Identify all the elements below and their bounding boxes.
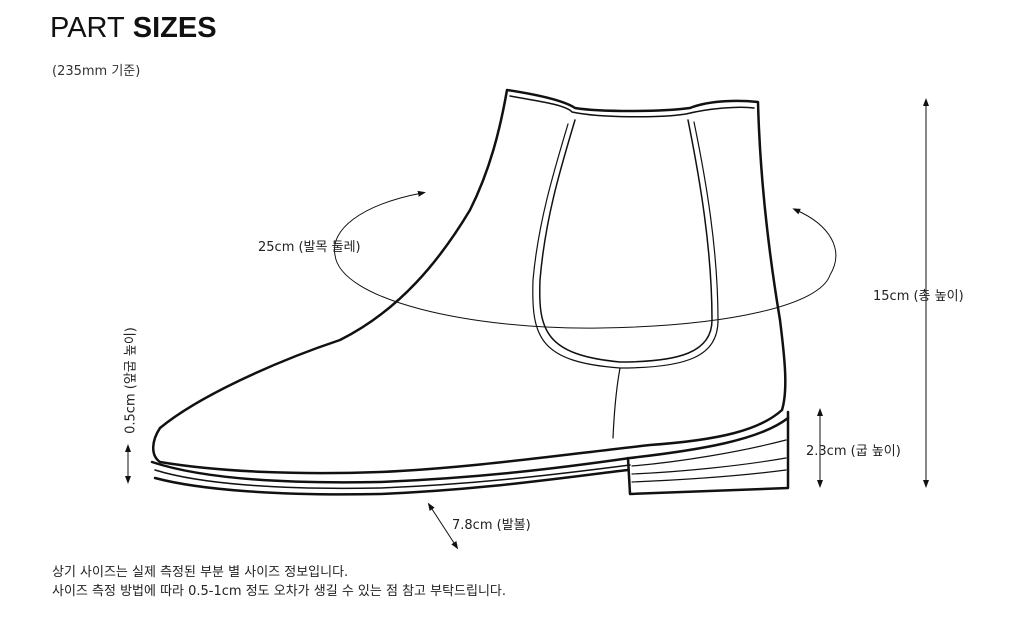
total-height-label: 15cm (총 높이) [873,289,964,304]
ball-width-arrow [427,502,459,550]
front-heel-height-label: 0.5cm (앞굽 높이) [123,327,139,434]
ankle-ellipse-back-right [792,208,837,276]
page-title: PART SIZES [50,12,217,45]
elastic-gusset-inner [532,121,719,369]
heel-line-2 [631,457,787,475]
sole-mid [154,464,631,490]
boot-collar [509,95,755,118]
note-line-1: 상기 사이즈는 실제 측정된 부분 별 사이즈 정보입니다. [52,565,349,580]
boot-outline [150,88,790,496]
heel-height-label: 2.3cm (굽 높이) [806,444,901,459]
sole-bottom [153,468,630,496]
heel-block [626,410,790,496]
heel-line-3 [631,469,787,483]
gusset-seam [612,367,621,439]
size-basis-subtitle: (235mm 기준) [52,64,141,79]
sole-top [150,416,790,484]
heel-line-1 [631,439,787,467]
ankle-ellipse-front [334,254,831,329]
ankle-circumference-label: 25cm (발목 둘레) [258,240,361,255]
size-notes: 상기 사이즈는 실제 측정된 부분 별 사이즈 정보입니다. 사이즈 측정 방법… [52,563,506,601]
ball-width-label: 7.8cm (발볼) [452,518,531,533]
title-bold: SIZES [132,12,217,44]
ankle-ellipse-back [333,190,426,256]
elastic-gusset [538,119,713,363]
title-light: PART [50,12,125,44]
boot-upper [152,88,787,475]
note-line-2: 사이즈 측정 방법에 따라 0.5-1cm 정도 오차가 생길 수 있는 점 참… [52,584,507,599]
